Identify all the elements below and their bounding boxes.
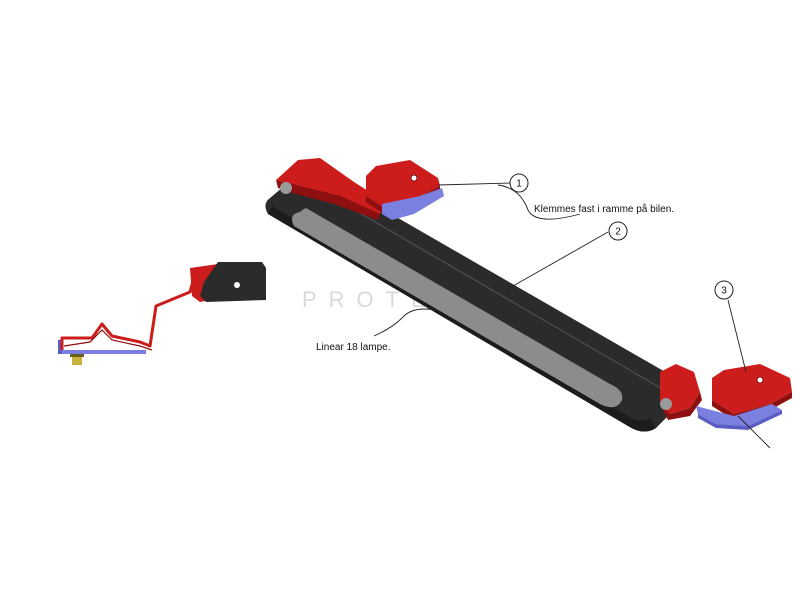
leader-2 bbox=[505, 231, 609, 291]
side-bolt-head bbox=[72, 356, 82, 365]
lamp-body bbox=[265, 172, 686, 432]
callout-number-1: 1 bbox=[516, 179, 522, 190]
callout-text-2: Linear 18 lampe. bbox=[316, 342, 391, 353]
callout-leaders bbox=[373, 182, 771, 449]
bracket-right bbox=[660, 364, 792, 430]
callout-1: 1 Klemmes fast i ramme på bilen. bbox=[509, 173, 674, 215]
bracket-left bbox=[276, 158, 444, 220]
clamp-right-plate-dark bbox=[698, 410, 782, 430]
bracket-left-arm-dark bbox=[276, 180, 380, 220]
bracket-left-arm bbox=[276, 158, 388, 214]
clamp-left-plate bbox=[382, 188, 444, 220]
callout-text-1: Klemmes fast i ramme på bilen. bbox=[534, 203, 674, 215]
bracket-right-block-dark bbox=[712, 392, 792, 420]
callout-bubble-3 bbox=[714, 280, 734, 300]
side-profile-view bbox=[58, 262, 266, 365]
side-lamp-profile bbox=[200, 262, 266, 302]
side-bracket-shadow bbox=[63, 329, 153, 351]
lamp-end-cap-right bbox=[660, 398, 672, 410]
callout-3: 3 bbox=[714, 280, 734, 300]
callout-2: 2 Linear 18 lampe. bbox=[316, 221, 628, 353]
bracket-right-block bbox=[712, 364, 792, 414]
lamp-lens bbox=[292, 208, 623, 408]
callout-number-2: 2 bbox=[615, 227, 621, 238]
callout-bubble-2 bbox=[608, 221, 628, 241]
side-bracket-profile bbox=[60, 269, 198, 350]
bracket-right-bolt bbox=[756, 376, 764, 384]
leader-3 bbox=[727, 299, 747, 373]
side-clamp-edge bbox=[58, 340, 62, 354]
bracket-left-block bbox=[366, 160, 440, 208]
linear-lamp bbox=[265, 172, 686, 432]
leader-1-text bbox=[497, 184, 581, 220]
clamp-right-plate bbox=[696, 404, 782, 426]
side-clamp-plate bbox=[60, 350, 146, 354]
lamp-end-cap-left bbox=[280, 182, 292, 194]
callout-number-3: 3 bbox=[721, 286, 727, 297]
leader-2-text bbox=[373, 308, 437, 337]
bracket-right-arm-dark bbox=[660, 392, 702, 420]
side-mount-hole bbox=[234, 282, 240, 288]
leader-3-lower bbox=[737, 415, 771, 449]
side-bolt-nut bbox=[70, 354, 84, 357]
bracket-left-bolt bbox=[410, 174, 418, 182]
leader-1 bbox=[437, 182, 511, 186]
callout-bubble-1 bbox=[509, 173, 529, 193]
